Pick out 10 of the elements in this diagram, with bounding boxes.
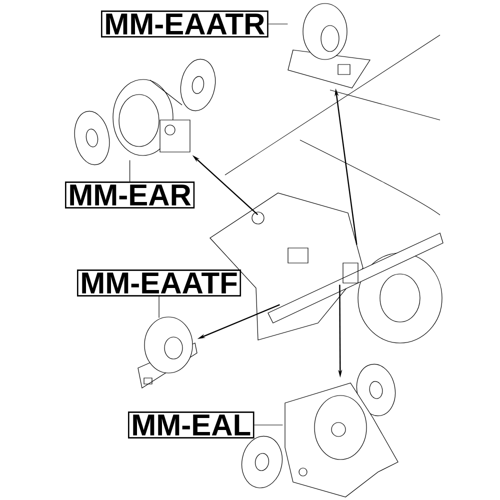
part-number-box: MM-EAR [65, 182, 195, 208]
mount-drawing [138, 316, 198, 388]
part-number-box: MM-EAATF [77, 270, 242, 296]
mount-drawing [112, 79, 190, 156]
part-number-box: MM-EAL [128, 412, 254, 438]
leader-line [254, 424, 283, 426]
part-number-box: MM-EAATR [101, 10, 268, 38]
leader-line [158, 296, 160, 318]
mount-drawing [284, 382, 398, 498]
mount-drawing [288, 3, 371, 88]
